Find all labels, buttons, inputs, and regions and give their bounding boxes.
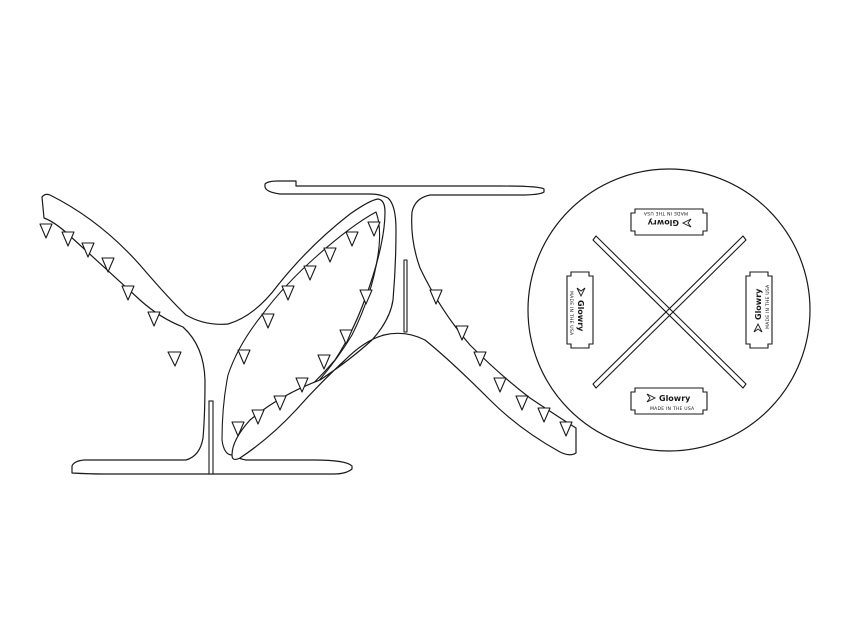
label-made-in: MADE IN THE USA: [643, 210, 688, 216]
hook-triangle: [559, 421, 573, 437]
hook-triangle: [251, 409, 265, 425]
bird-logo-icon: [646, 393, 657, 403]
hook-triangle: [261, 313, 275, 329]
hook-triangle: [515, 395, 529, 411]
hook-triangle: [39, 223, 53, 239]
bird-logo-icon: [576, 287, 586, 298]
label-brand: Glowry: [754, 288, 763, 320]
hook-triangle: [303, 265, 317, 281]
label-plate: [745, 271, 773, 349]
left-tree-panel: [41, 193, 386, 475]
hook-triangle: [81, 242, 95, 258]
hook-triangle: [61, 231, 75, 247]
label-made-in: MADE IN THE USA: [650, 406, 695, 412]
triangle-hooks: [39, 221, 573, 437]
label-plate: [630, 387, 708, 415]
hook-triangle: [273, 395, 287, 411]
label-brand: Glowry: [576, 300, 585, 332]
label-plate: [566, 271, 594, 349]
label-bottom: Glowry MADE IN THE USA: [630, 387, 708, 415]
hook-triangle: [455, 325, 469, 341]
hook-triangle: [101, 257, 115, 273]
hook-triangle: [317, 354, 331, 370]
cross-slot-a: [592, 235, 747, 389]
left-center-slot: [208, 400, 214, 475]
hook-triangle: [339, 329, 353, 345]
hook-triangle: [473, 351, 487, 367]
label-plate: [630, 208, 708, 236]
hook-triangle: [237, 349, 251, 365]
label-top: Glowry MADE IN THE USA: [630, 208, 708, 236]
hook-triangle: [537, 407, 551, 423]
label-brand: Glowry: [659, 394, 691, 403]
hook-triangle: [147, 311, 161, 327]
hook-triangle: [231, 421, 245, 437]
hook-triangle: [493, 377, 507, 393]
label-made-in: MADE IN THE USA: [568, 291, 574, 336]
bird-logo-icon: [681, 218, 692, 228]
hook-triangle: [429, 289, 443, 305]
top-stem-cut: [403, 259, 408, 333]
label-left: Glowry MADE IN THE USA: [566, 271, 594, 349]
label-right: Glowry MADE IN THE USA: [745, 271, 773, 349]
bird-logo-icon: [753, 322, 763, 333]
label-brand: Glowry: [647, 218, 679, 227]
hook-triangle: [367, 221, 381, 237]
label-made-in: MADE IN THE USA: [765, 284, 771, 329]
hook-triangle: [359, 289, 373, 305]
hook-triangle: [121, 285, 135, 301]
top-tree-panel: [231, 180, 577, 461]
hook-triangle: [167, 351, 182, 367]
hook-triangle: [345, 231, 359, 247]
hook-triangle: [281, 285, 295, 301]
hook-triangle: [295, 377, 309, 393]
round-base: Glowry MADE IN THE USA Glowry MADE IN TH…: [527, 168, 811, 452]
cross-slot-b: [592, 235, 747, 389]
hook-triangle: [323, 247, 337, 263]
